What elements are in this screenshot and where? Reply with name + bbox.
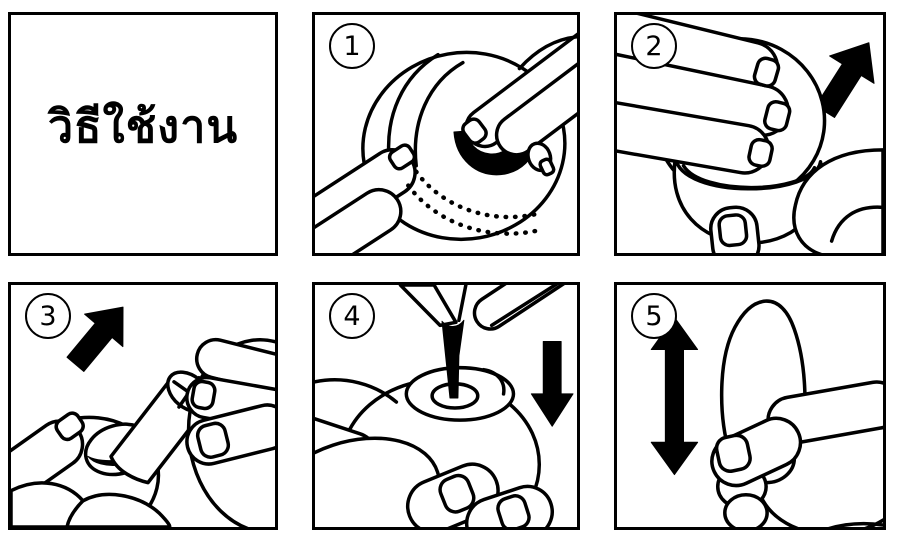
lubricant-stream [441, 319, 465, 399]
step-3-number-badge: 3 [25, 293, 71, 339]
holding-hand-left [315, 378, 554, 527]
step-3-panel: 3 [8, 282, 278, 530]
arrow-down-icon [530, 340, 574, 427]
step-4-panel: 4 [312, 282, 580, 530]
step-1-number: 1 [343, 30, 361, 62]
thumb-on-cup [709, 205, 761, 253]
step-1-panel: 1 [312, 12, 580, 256]
holding-hand-bottom-right [792, 148, 883, 253]
title-panel: วิธีใช้งาน [8, 12, 278, 256]
step-2-number: 2 [645, 30, 663, 62]
step-4-number: 4 [343, 300, 361, 332]
pour-lubricant-illustration [315, 285, 577, 527]
grasping-hand-right [185, 337, 275, 527]
step-5-number-badge: 5 [631, 293, 677, 339]
arrow-up-right-icon [66, 306, 124, 372]
step-5-panel: 5 [614, 282, 886, 530]
step-5-number: 5 [645, 300, 663, 332]
gripping-fist [710, 380, 883, 527]
step-2-panel: 2 [614, 12, 886, 256]
sheet-title: วิธีใช้งาน [47, 100, 239, 153]
peel-seal-illustration [315, 25, 577, 253]
pinching-fingers-bottom-left [315, 143, 417, 253]
step-3-number: 3 [39, 300, 57, 332]
grip-stroke-illustration [650, 299, 883, 527]
arrow-up-down-icon [650, 316, 699, 476]
holding-hand-left [11, 411, 172, 527]
pull-capsule-illustration [11, 306, 275, 527]
step-2-number-badge: 2 [631, 23, 677, 69]
lift-wrapper-illustration [617, 15, 883, 253]
step-4-number-badge: 4 [329, 293, 375, 339]
hand-from-top-right [461, 25, 577, 177]
step-1-number-badge: 1 [329, 23, 375, 69]
lubricant-sachet [398, 285, 577, 331]
